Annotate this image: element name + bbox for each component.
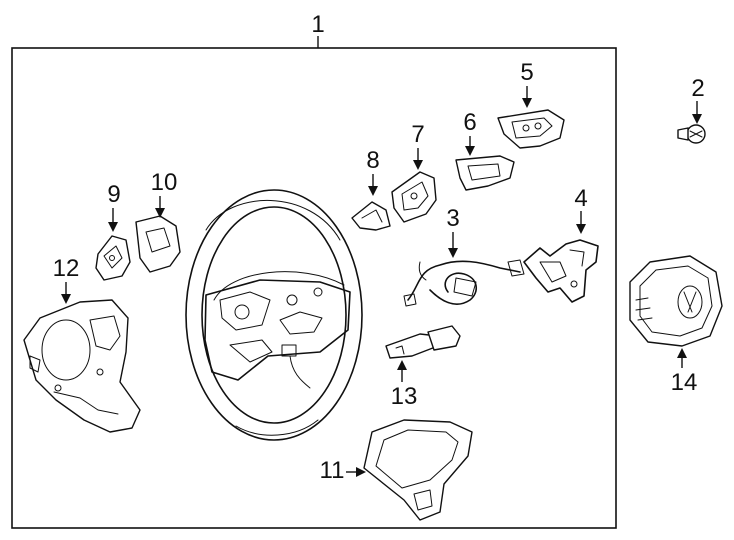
- callout-14: 14: [671, 369, 698, 396]
- arrow-4: [576, 224, 586, 234]
- steering-wheel: [185, 189, 363, 441]
- arrow-5: [522, 98, 532, 108]
- part-13-connector: [385, 325, 461, 359]
- arrow-6: [465, 146, 475, 156]
- callout-3: 3: [446, 205, 459, 232]
- callout-13: 13: [391, 383, 418, 410]
- arrow-7: [413, 160, 423, 170]
- callout-10: 10: [151, 169, 178, 196]
- callout-2: 2: [691, 75, 704, 102]
- part-3-wire-harness: [403, 259, 525, 307]
- part-9-switch: [95, 235, 131, 281]
- part-8-small-bracket: [351, 201, 391, 231]
- arrow-14: [677, 348, 687, 358]
- callout-12: 12: [53, 255, 80, 282]
- arrow-9: [108, 222, 118, 232]
- part-2-screw: [677, 124, 706, 144]
- callout-6: 6: [463, 109, 476, 136]
- arrow-3: [448, 248, 458, 258]
- arrow-8: [368, 186, 378, 196]
- callout-5: 5: [520, 59, 533, 86]
- arrow-2: [692, 114, 702, 124]
- arrow-11: [356, 467, 366, 477]
- callout-4: 4: [574, 185, 587, 212]
- part-5-switch: [497, 109, 565, 149]
- part-11-lower-cover: [363, 419, 473, 521]
- part-14-airbag-module: [629, 255, 723, 347]
- callout-11: 11: [320, 457, 345, 484]
- part-4-bracket: [523, 239, 599, 303]
- arrow-12: [61, 294, 71, 304]
- part-10-switch-bezel: [135, 215, 181, 273]
- arrow-13: [397, 360, 407, 370]
- part-7-switch: [391, 171, 437, 223]
- part-12-trim-cover: [23, 299, 141, 433]
- callout-8: 8: [366, 147, 379, 174]
- arrow-10: [155, 208, 165, 218]
- callout-7: 7: [411, 121, 424, 148]
- assembly-border: [11, 47, 617, 529]
- callout-1: 1: [311, 11, 324, 38]
- part-6-switch-bracket: [455, 155, 515, 191]
- callout-9: 9: [107, 181, 120, 208]
